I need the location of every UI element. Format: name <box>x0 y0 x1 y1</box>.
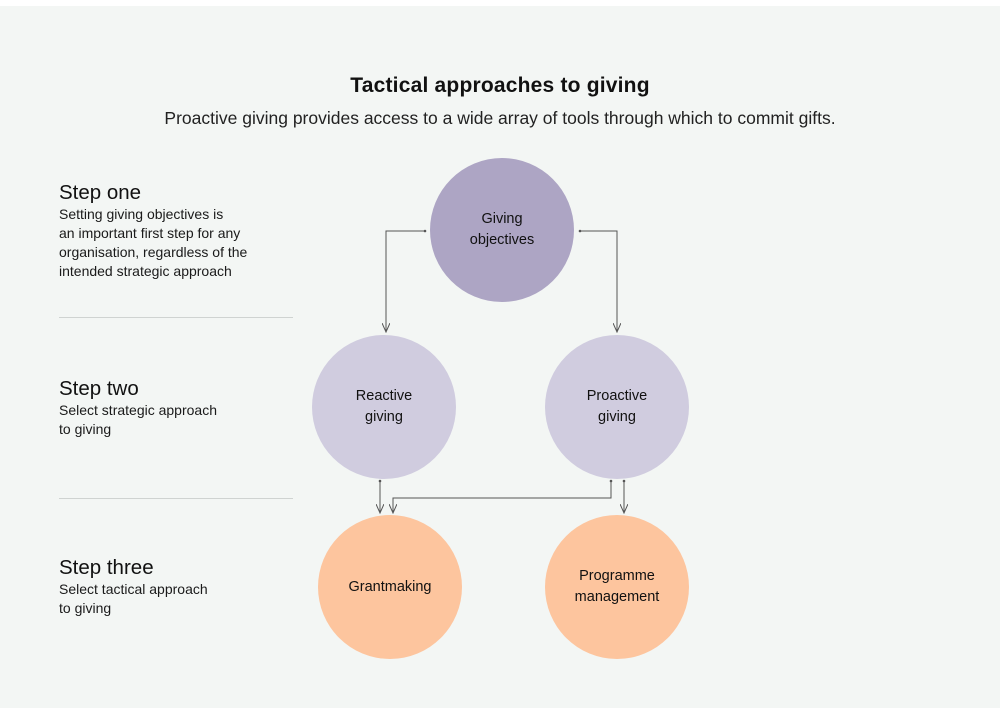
step-three-description: Select tactical approach to giving <box>59 581 208 616</box>
step-one-title: Step one <box>59 181 142 204</box>
node-proactive-giving: Proactive giving <box>545 335 689 479</box>
page-subtitle: Proactive giving provides access to a wi… <box>164 108 836 128</box>
step-divider-1 <box>59 317 293 318</box>
step-three: Step three Select tactical approach to g… <box>59 556 299 618</box>
step-one: Step one Setting giving objectives is an… <box>59 181 299 281</box>
step-three-title: Step three <box>59 556 154 579</box>
connector-objectives-to-proactive <box>580 231 617 332</box>
page-title: Tactical approaches to giving <box>350 74 650 97</box>
connector-proactive-to-grantmaking <box>393 481 611 513</box>
step-two: Step two Select strategic approach to gi… <box>59 377 299 439</box>
node-programme-management: Programme management <box>545 515 689 659</box>
node-giving-objectives-label: Giving objectives <box>469 211 535 248</box>
diagram-panel <box>0 6 1000 708</box>
node-reactive-giving-label: Reactive giving <box>355 388 413 425</box>
node-grantmaking-label: Grantmaking <box>348 578 432 595</box>
node-grantmaking: Grantmaking <box>318 515 462 659</box>
step-one-description: Setting giving objectives is an importan… <box>59 206 248 279</box>
node-giving-objectives: Giving objectives <box>430 158 574 302</box>
step-two-title: Step two <box>59 377 139 400</box>
step-divider-2 <box>59 498 293 499</box>
node-reactive-giving: Reactive giving <box>312 335 456 479</box>
step-two-description: Select strategic approach to giving <box>59 402 217 437</box>
connector-objectives-to-reactive <box>386 231 425 332</box>
node-proactive-giving-label: Proactive giving <box>586 388 648 425</box>
node-programme-management-label: Programme management <box>574 568 660 605</box>
